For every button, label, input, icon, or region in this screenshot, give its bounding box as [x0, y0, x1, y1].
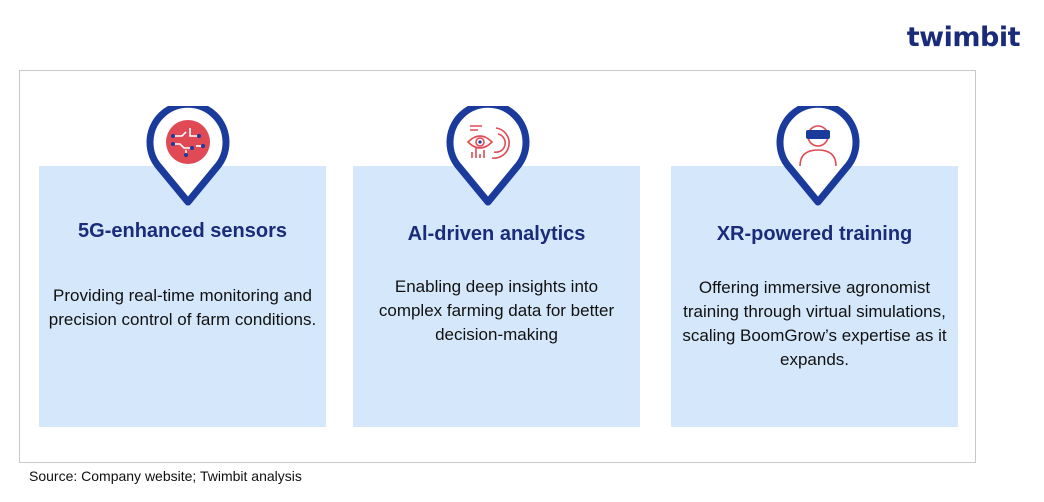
circuit-chip-icon	[146, 106, 230, 206]
card-title: 5G-enhanced sensors	[78, 220, 287, 242]
logo-text: twimbit	[906, 22, 1021, 53]
card-title: Al-driven analytics	[407, 223, 586, 245]
card-text: Offering immersive agronomist training t…	[682, 278, 947, 369]
card-text: Providing real-time monitoring and preci…	[48, 286, 317, 329]
eye-analytics-icon	[446, 106, 530, 206]
card-xr-training: XR-powered training Offering immersive a…	[671, 166, 958, 427]
card-5g-sensors: 5G-enhanced sensors Providing real-time …	[39, 166, 326, 427]
diagram-frame	[19, 70, 976, 463]
card-ai-analytics: Al-driven analytics Enabling deep insigh…	[353, 166, 640, 427]
twimbit-logo: twimbit	[906, 22, 1021, 53]
vr-headset-person-icon	[776, 106, 860, 206]
source-note: Source: Company website; Twimbit analysi…	[29, 468, 302, 484]
card-text: Enabling deep insights into complex farm…	[378, 277, 615, 344]
card-title: XR-powered training	[716, 223, 913, 245]
